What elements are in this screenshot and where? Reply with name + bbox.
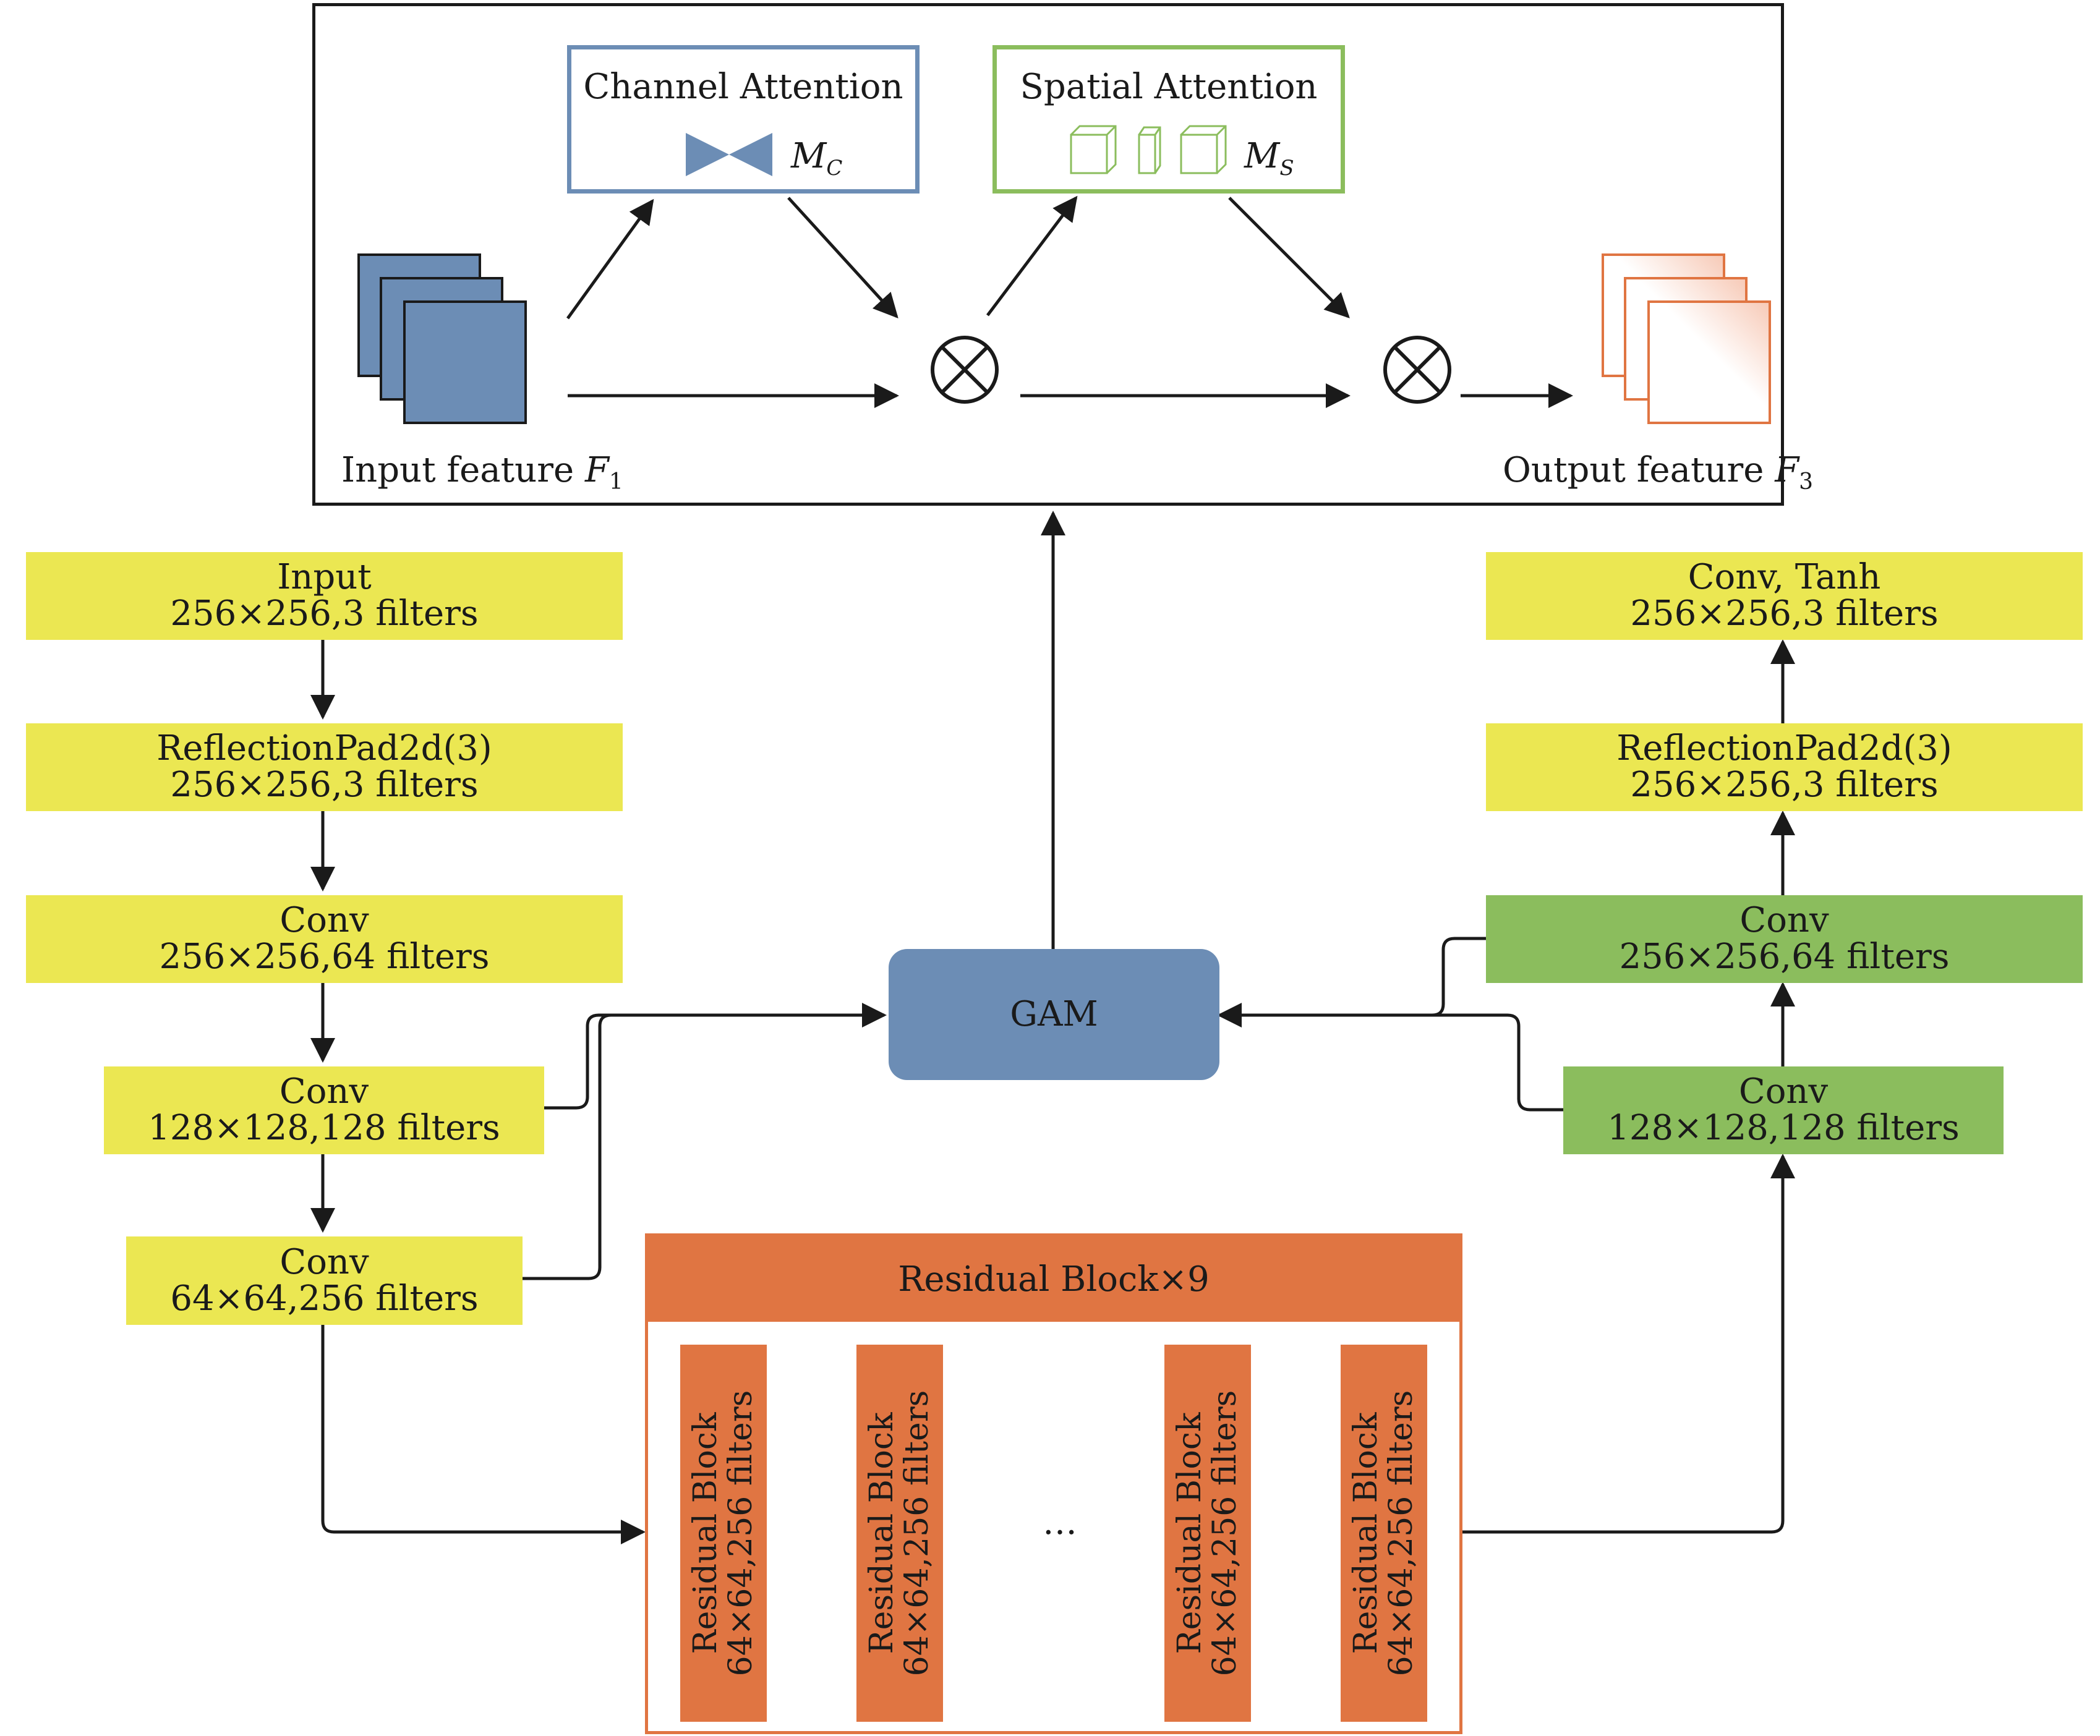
arrow-residual-to-decoder (1462, 1154, 1795, 1534)
block-detail: 128×128,128 filters (148, 1108, 500, 1148)
residual-block-detail: 64×64,256 filters (898, 1390, 936, 1677)
block-detail: 256×256,3 filters (1630, 594, 1939, 634)
output-feature-label: Output feature F3 (1503, 450, 1813, 495)
arrow-mult1-to-spatial (986, 195, 1078, 317)
arrow-encoder-to-residual (321, 1325, 646, 1544)
arrow-spatial-to-mult2 (1228, 197, 1350, 318)
bowtie-icon (686, 133, 772, 176)
spatial-attention-box: Spatial Attention MS (992, 45, 1345, 194)
residual-block-detail: 64×64,256 filters (722, 1390, 759, 1677)
skip-dec-conv128-to-gam (1219, 1013, 1563, 1112)
block-title: Conv, Tanh (1688, 557, 1881, 598)
residual-block: Residual Block 64×64,256 filters (856, 1345, 943, 1722)
gam-label: GAM (1010, 994, 1098, 1034)
residual-ellipsis: … (1043, 1502, 1077, 1542)
decoder-output-block: Conv, Tanh 256×256,3 filters (1486, 552, 2083, 640)
residual-block-title: Residual Block (1347, 1412, 1385, 1654)
block-detail: 256×256,3 filters (170, 594, 479, 634)
block-detail: 256×256,3 filters (170, 765, 479, 805)
residual-group-header: Residual Block×9 (648, 1236, 1459, 1322)
output-feature-stack-icon (1602, 253, 1771, 424)
input-feature-label: Input feature F1 (341, 450, 623, 495)
encoder-conv64-block: Conv 256×256,64 filters (26, 895, 623, 983)
spatial-attention-symbol: MS (1244, 136, 1294, 181)
block-title: Conv (280, 900, 369, 941)
residual-block: Residual Block 64×64,256 filters (1164, 1345, 1251, 1722)
residual-block: Residual Block 64×64,256 filters (680, 1345, 767, 1722)
residual-group: Residual Block×9 Residual Block 64×64,25… (645, 1233, 1462, 1734)
encoder-reflectionpad-block: ReflectionPad2d(3) 256×256,3 filters (26, 723, 623, 811)
block-detail: 256×256,3 filters (1630, 765, 1939, 805)
block-title: Conv (1738, 1071, 1829, 1112)
encoder-conv128-block: Conv 128×128,128 filters (104, 1066, 544, 1154)
channel-attention-box: Channel Attention MC (567, 45, 920, 194)
block-title: ReflectionPad2d(3) (1616, 728, 1952, 769)
block-title: Input (277, 557, 372, 598)
arrow-input-to-channel (566, 198, 654, 320)
residual-block-detail: 64×64,256 filters (1383, 1390, 1420, 1677)
skip-conv128-to-gam (544, 1003, 887, 1110)
skip-dec-conv64-to-gam (1217, 937, 1486, 1028)
arrow-channel-to-mult1 (787, 197, 898, 318)
residual-block-title: Residual Block (1171, 1412, 1208, 1654)
block-title: Conv (280, 1241, 369, 1282)
channel-attention-symbol: MC (791, 136, 843, 181)
residual-block-title: Residual Block (686, 1412, 724, 1654)
block-detail: 256×256,64 filters (159, 937, 490, 977)
gam-block: GAM (889, 949, 1219, 1080)
block-detail: 256×256,64 filters (1619, 937, 1950, 977)
attention-panel: Channel Attention MC Spatial Attention (312, 3, 1813, 506)
block-detail: 128×128,128 filters (1607, 1108, 1960, 1148)
block-title: Conv (279, 1071, 369, 1112)
encoder-conv256-block: Conv 64×64,256 filters (126, 1236, 523, 1325)
residual-block: Residual Block 64×64,256 filters (1341, 1345, 1427, 1722)
spatial-attention-title: Spatial Attention (1020, 67, 1318, 107)
decoder-conv64-block: Conv 256×256,64 filters (1486, 895, 2083, 983)
channel-attention-title: Channel Attention (583, 67, 903, 107)
block-title: Conv (1739, 900, 1829, 941)
decoder-reflectionpad-block: ReflectionPad2d(3) 256×256,3 filters (1486, 723, 2083, 811)
residual-block-detail: 64×64,256 filters (1206, 1390, 1244, 1677)
encoder-input-block: Input 256×256,3 filters (26, 552, 623, 640)
circled-times-icon (1383, 336, 1451, 404)
residual-block-title: Residual Block (863, 1412, 900, 1654)
circled-times-icon (931, 336, 999, 404)
decoder-conv128-block: Conv 128×128,128 filters (1563, 1066, 2004, 1154)
block-detail: 64×64,256 filters (170, 1278, 479, 1319)
spatial-cubes-icon (1070, 125, 1227, 174)
skip-conv256-to-gam (523, 1013, 884, 1280)
block-title: ReflectionPad2d(3) (156, 728, 492, 769)
input-feature-stack-icon (357, 253, 527, 424)
